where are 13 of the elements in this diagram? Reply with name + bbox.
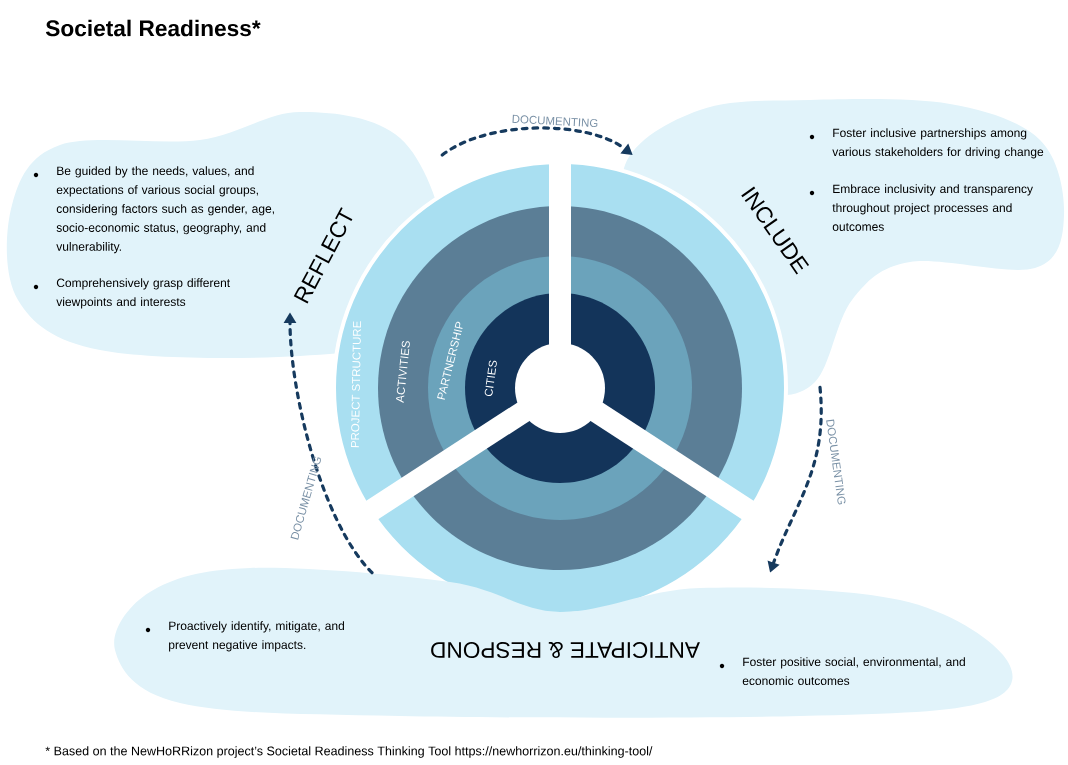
bullet-item: Foster positive social, environmental, and economic outcomes bbox=[719, 657, 965, 686]
bullet-item: Embrace inclusivity and transparency throughout project processes and outcomes bbox=[809, 184, 1033, 231]
bullet-item: Proactively identify, mitigate, and prevent negative impacts. bbox=[145, 621, 344, 652]
heading: ANTICIPATE & RESPOND bbox=[431, 642, 700, 659]
bullet-item: Comprehensively grasp different viewpoints and interests bbox=[33, 278, 230, 309]
ring-label: PROJECT STRUCTURE bbox=[351, 321, 362, 448]
ring-label: CITIES bbox=[484, 360, 497, 397]
ring-label: ACTIVITIES bbox=[396, 340, 410, 403]
title: Societal Readiness* bbox=[45, 19, 261, 37]
bullet-item: Be guided by the needs, values, and expectations of various social groups, considering factors such as gender, age, socio-economic status, geography, and vulnerability. bbox=[33, 166, 274, 254]
bullet-item: Foster inclusive partnerships among various stakeholders for driving change bbox=[809, 128, 1044, 159]
caption: * Based on the NewHoRRizon project’s Societal Readiness Thinking Tool https://newhorrizon.eu/thinking-tool/ bbox=[45, 746, 653, 758]
edge-label: DOCUMENTING bbox=[512, 114, 598, 128]
